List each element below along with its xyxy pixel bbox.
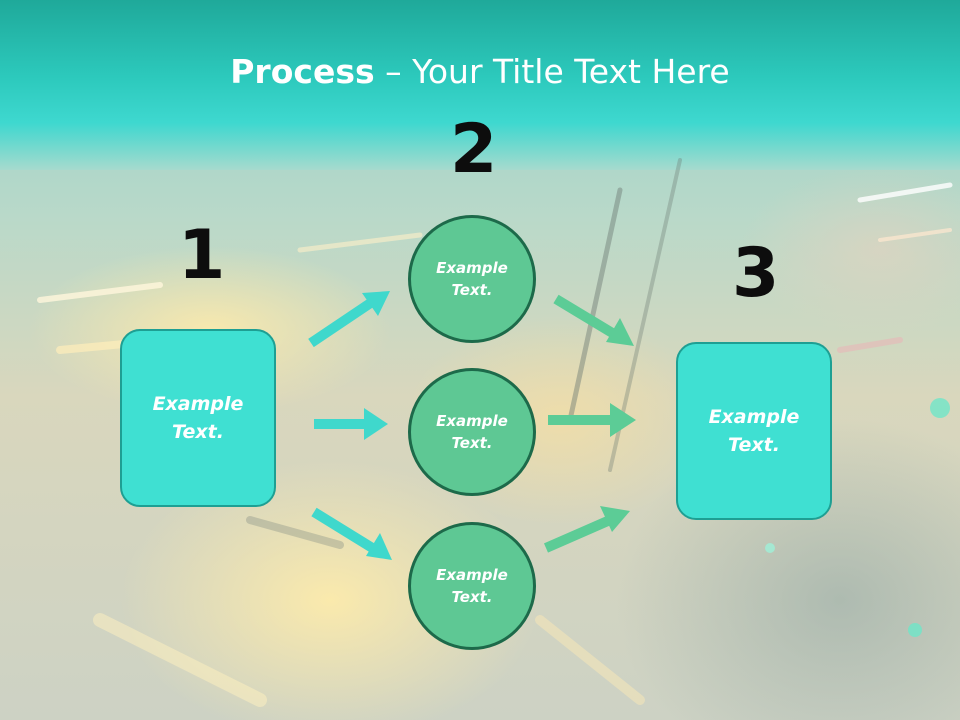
step-number-1: 1 [178,216,226,295]
step-2-circle-top: Example Text. [408,215,536,343]
step-2-label-middle: Example Text. [436,411,508,453]
step-3-label: Example Text. [708,405,800,457]
step-2-label-top: Example Text. [436,258,508,300]
step-2-circle-bottom: Example Text. [408,522,536,650]
step-number-2: 2 [450,110,498,189]
step-1-label: Example Text. [152,392,244,444]
slide-title: Process – Your Title Text Here [0,52,960,91]
step-3-box: Example Text. [676,342,832,520]
title-bold: Process [230,52,375,91]
step-1-box: Example Text. [120,329,276,507]
title-rest: – Your Title Text Here [374,52,730,91]
arrow-middle-to-box3 [548,403,636,437]
step-number-3: 3 [732,234,780,313]
header-band [0,0,960,170]
step-2-label-bottom: Example Text. [436,565,508,607]
arrow-box1-to-top [308,291,390,348]
step-2-circle-middle: Example Text. [408,368,536,496]
arrow-bottom-to-box3 [543,506,630,553]
arrow-box1-to-middle [314,408,388,440]
arrow-top-to-box3 [553,294,634,346]
arrow-box1-to-bottom [311,507,392,560]
